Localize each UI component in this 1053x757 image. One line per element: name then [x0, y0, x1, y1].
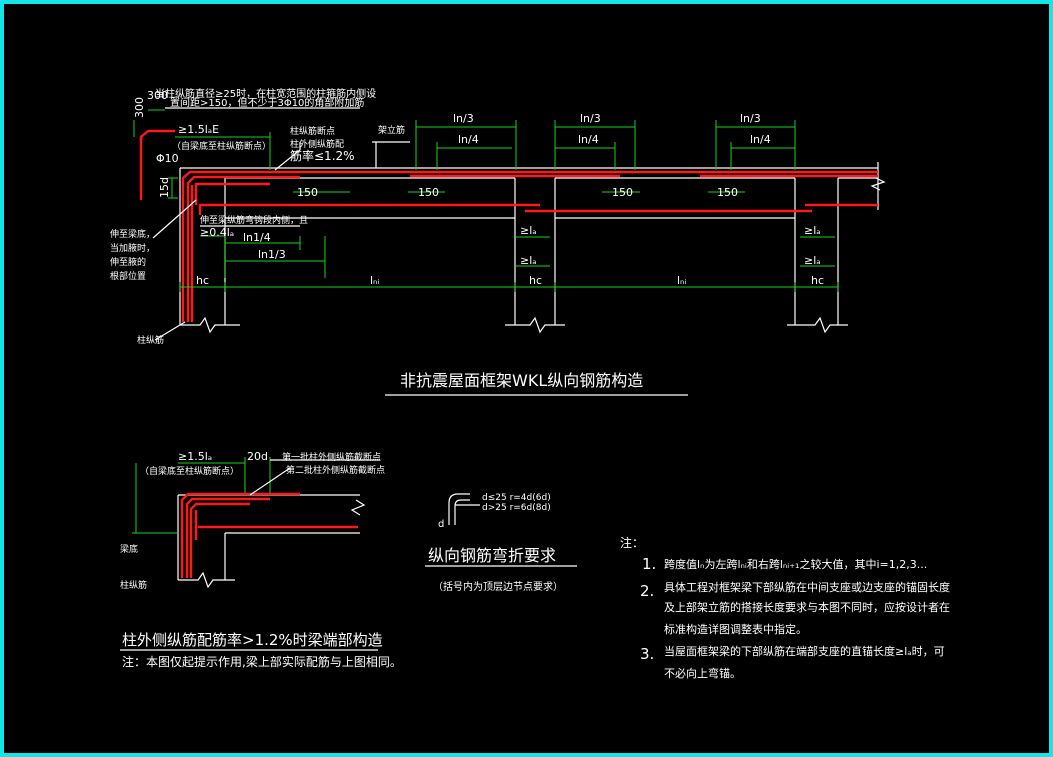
label-phi10: Φ10 — [156, 152, 179, 165]
label-hc-c: hc — [811, 274, 824, 287]
note-text: 具体工程对框架梁下部纵筋在中间支座或边支座的锚固长度 — [664, 580, 950, 594]
label-150-c: 150 — [612, 186, 633, 199]
label-col-cut3: 筋率≤1.2% — [290, 148, 355, 163]
rebar-lines — [139, 129, 878, 322]
title-bend: 纵向钢筋弯折要求 — [428, 546, 556, 565]
label-frame-bar: 架立筋 — [378, 124, 405, 136]
title-detail: 柱外侧纵筋配筋率>1.2%时梁端部构造 — [122, 631, 383, 649]
dim-300-h: 300 — [147, 89, 168, 102]
label-04la: ≥0.4lₐ — [200, 226, 234, 239]
label-ln3-b: ln/3 — [580, 112, 601, 125]
note-num: 1. — [642, 555, 656, 573]
label-hc-b: hc — [529, 274, 542, 287]
label-150-d: 150 — [717, 186, 738, 199]
dim-300-v: 300 — [133, 97, 146, 118]
label-lni-b: lₙᵢ — [677, 274, 686, 287]
detail-drawing — [120, 457, 380, 651]
title-bend-sub: （括号内为顶层边节点要求） — [433, 580, 563, 593]
label-ln3-c: ln/3 — [740, 112, 761, 125]
label-la-a: ≥lₐ — [520, 224, 537, 237]
label-col-cut2: 柱外侧纵筋配 — [290, 138, 344, 150]
label-15d: 15d — [158, 177, 171, 198]
label-ln1-4: ln1/4 — [243, 231, 271, 244]
notes-list: 1. 跨度值lₙ为左跨lₙᵢ和右跨lₙᵢ₊₁之较大值，其中i=1,2,3... … — [640, 555, 950, 680]
label-left2: 当加腋时， — [110, 242, 155, 254]
label-left4: 根部位置 — [110, 270, 146, 282]
note-num: 2. — [640, 582, 654, 600]
note-text: 标准构造详图调整表中指定。 — [664, 622, 807, 636]
label-150-b: 150 — [418, 186, 439, 199]
top-note-line2: 置间距>150，但不少于3Φ10的角部附加筋 — [170, 96, 364, 109]
label-la-d: ≥lₐ — [804, 254, 821, 267]
label-ln4-c: ln/4 — [750, 133, 771, 146]
detail-20d: 20d — [247, 450, 268, 463]
label-ln3-a: ln/3 — [453, 112, 474, 125]
dim-15la: ≥1.5lₐE — [178, 123, 219, 136]
bend-r2: d>25 r=6d(8d) — [482, 503, 551, 513]
notes-title: 注： — [620, 535, 644, 550]
label-150-a: 150 — [297, 186, 318, 199]
bend-r1: d≤25 r=4d(6d) — [482, 493, 551, 503]
bend-drawing — [425, 493, 577, 567]
detail-15la: ≥1.5lₐ — [178, 450, 212, 463]
label-col-cut1: 柱纵筋断点 — [290, 125, 335, 137]
title-detail-note: 注：本图仅起提示作用,梁上部实际配筋与上图相同。 — [122, 654, 402, 669]
note-text: 跨度值lₙ为左跨lₙᵢ和右跨lₙᵢ₊₁之较大值，其中i=1,2,3... — [664, 557, 927, 571]
label-la-b: ≥lₐ — [520, 254, 537, 267]
label-left3: 伸至腋的 — [110, 256, 146, 268]
note-num: 3. — [640, 645, 654, 663]
dimension-lines — [133, 109, 839, 292]
detail-cut2: 第二批柱外侧纵筋截断点 — [286, 464, 385, 476]
detail-beam-bottom: 梁底 — [120, 543, 138, 555]
label-ln4-b: ln/4 — [578, 133, 599, 146]
label-ln1-3: ln1/3 — [258, 248, 286, 261]
label-la-c: ≥lₐ — [804, 224, 821, 237]
note-text: 及上部架立筋的搭接长度要求与本图不同时，应按设计者在 — [664, 600, 950, 614]
bend-d: d — [438, 519, 444, 530]
label-ln4-a: ln/4 — [458, 133, 479, 146]
title-main: 非抗震屋面框架WKL纵向钢筋构造 — [400, 371, 643, 390]
label-lni-a: lₙᵢ — [370, 274, 379, 287]
detail-cut1: 第一批柱外侧纵筋截断点 — [282, 451, 381, 463]
label-left1: 伸至梁底， — [110, 228, 155, 240]
note-text: 当屋面框架梁的下部纵筋在端部支座的直锚长度≥lₐ时，可 — [664, 644, 945, 658]
detail-col-bar: 柱纵筋 — [120, 579, 147, 591]
leader-lines — [152, 107, 688, 396]
detail-sub: （自梁底至柱纵筋断点） — [140, 465, 239, 477]
label-col-bar: 柱纵筋 — [137, 334, 164, 346]
note-text: 不必向上弯锚。 — [664, 666, 741, 680]
dim-15la-sub: （自梁底至柱纵筋断点） — [172, 140, 271, 152]
label-hc-a: hc — [196, 274, 209, 287]
beam-outline — [179, 162, 886, 334]
top-note-line1: 当柱纵筋直径≥25时，在柱宽范围的柱箍筋内侧设 — [155, 87, 376, 100]
label-bend-line: 伸至梁纵筋弯钩段内侧，且 — [200, 214, 308, 226]
